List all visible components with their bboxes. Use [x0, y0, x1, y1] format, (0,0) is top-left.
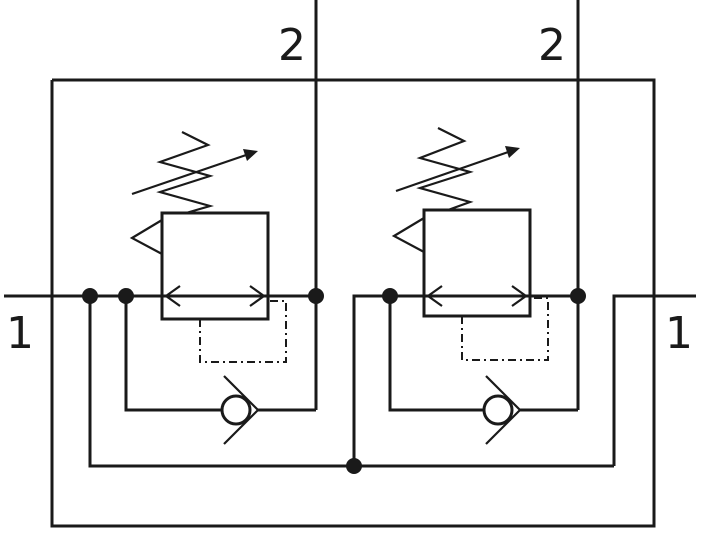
center-riser-line	[352, 294, 578, 466]
inlet-line-right	[612, 294, 696, 466]
flow-arrowhead-right	[249, 285, 266, 307]
regulator-left	[124, 131, 316, 445]
junction-dot	[382, 288, 398, 304]
regulator-right	[388, 127, 578, 445]
check-valve-seat	[485, 375, 522, 445]
check-valve-ball	[482, 394, 514, 426]
junction-dot	[82, 288, 98, 304]
adjust-arrow-line	[131, 151, 253, 196]
junction-dot	[118, 288, 134, 304]
bypass-line	[124, 296, 316, 412]
adjust-arrowhead	[243, 149, 258, 161]
pilot-triangle	[129, 219, 163, 255]
port-label-outlet-right: 2	[538, 20, 566, 71]
check-valve-ball	[220, 394, 252, 426]
adjust-arrow-line	[395, 148, 515, 193]
port-label-outlet-left: 2	[278, 20, 306, 71]
junction-dot	[346, 458, 362, 474]
flow-arrowhead-left	[426, 285, 443, 307]
check-valve-seat	[223, 375, 260, 445]
pilot-chamber	[199, 300, 287, 363]
flow-arrowhead-right	[511, 285, 528, 307]
port-label-inlet-right: 1	[665, 308, 693, 359]
regulator-valve-body	[160, 211, 270, 321]
pilot-triangle	[391, 217, 425, 253]
adjustable-spring	[416, 127, 474, 212]
enclosure-outline	[50, 78, 656, 528]
crossover-line	[88, 296, 614, 468]
adjustable-spring	[156, 131, 215, 215]
port-label-inlet-left: 1	[6, 308, 34, 359]
pilot-chamber	[461, 297, 549, 361]
junction-dot	[570, 288, 586, 304]
bypass-line	[388, 296, 578, 412]
junction-dot	[308, 288, 324, 304]
regulator-valve-body	[422, 208, 532, 318]
flow-arrowhead-left	[164, 285, 181, 307]
adjust-arrowhead	[505, 146, 520, 158]
